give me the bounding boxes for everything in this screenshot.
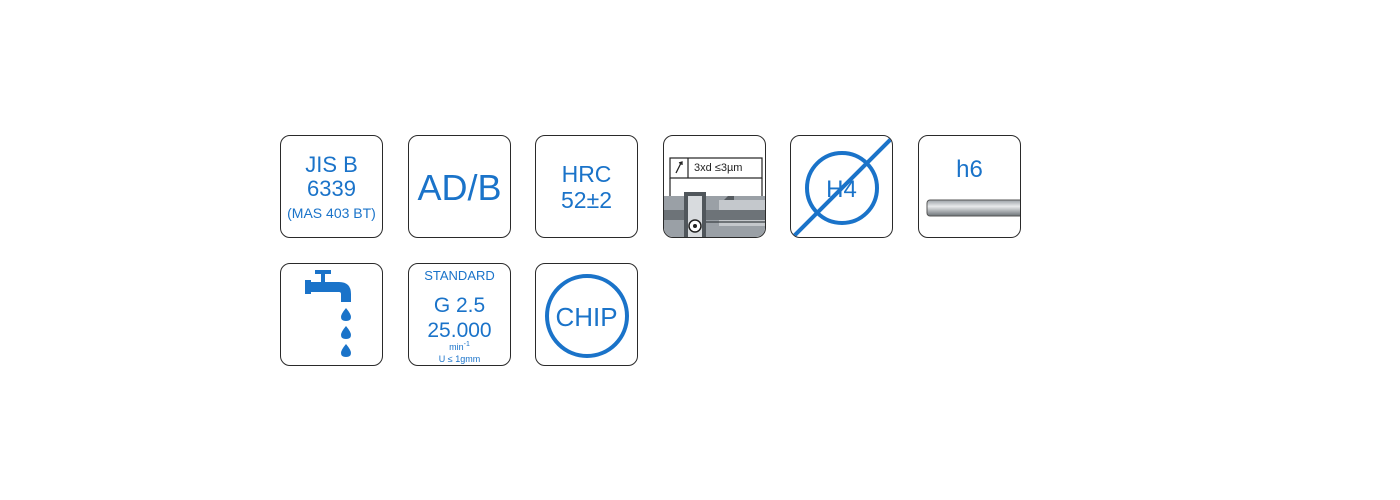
balance-line1: STANDARD [424, 268, 495, 283]
jis-line2: 6339 [307, 176, 356, 201]
hrc-hardness-icon: HRC 52±2 [535, 135, 638, 238]
adb-icon: AD/B [408, 135, 511, 238]
jis-line3: (MAS 403 BT) [287, 205, 376, 221]
coolant-icon [280, 263, 383, 366]
h6-shank-icon: h6 [918, 135, 1021, 238]
chip-label: CHIP [555, 302, 618, 332]
h6-label: h6 [956, 156, 983, 183]
balance-exponent: -1 [463, 341, 470, 348]
chip-circle-graphic [545, 274, 629, 358]
hrc-line2: 52±2 [561, 187, 612, 213]
h4-label: H4 [826, 176, 857, 203]
h4-circle-graphic [791, 136, 892, 237]
hrc-line1: HRC [561, 161, 612, 187]
balance-line4: min-1 [449, 341, 470, 352]
chip-icon: CHIP [535, 263, 638, 366]
water-tap-icon [305, 270, 351, 357]
jis-standard-icon: JIS B 6339 (MAS 403 BT) [280, 135, 383, 238]
shank-rod-icon [926, 199, 1020, 217]
jis-line1: JIS B [305, 152, 358, 177]
balance-standard-icon: STANDARD G 2.5 25.000 min-1 U ≤ 1gmm [408, 263, 511, 366]
balance-line5: U ≤ 1gmm [438, 354, 481, 364]
h4-tolerance-icon: H4 [790, 135, 893, 238]
runout-gauge-icon: 3xd ≤3µm [663, 135, 766, 238]
balance-line2: G 2.5 [433, 294, 486, 317]
runout-tolerance-label: 3xd ≤3µm [694, 162, 743, 174]
runout-gauge-graphic [664, 157, 765, 237]
balance-line3: 25.000 [427, 319, 492, 342]
adb-label: AD/B [417, 167, 502, 208]
